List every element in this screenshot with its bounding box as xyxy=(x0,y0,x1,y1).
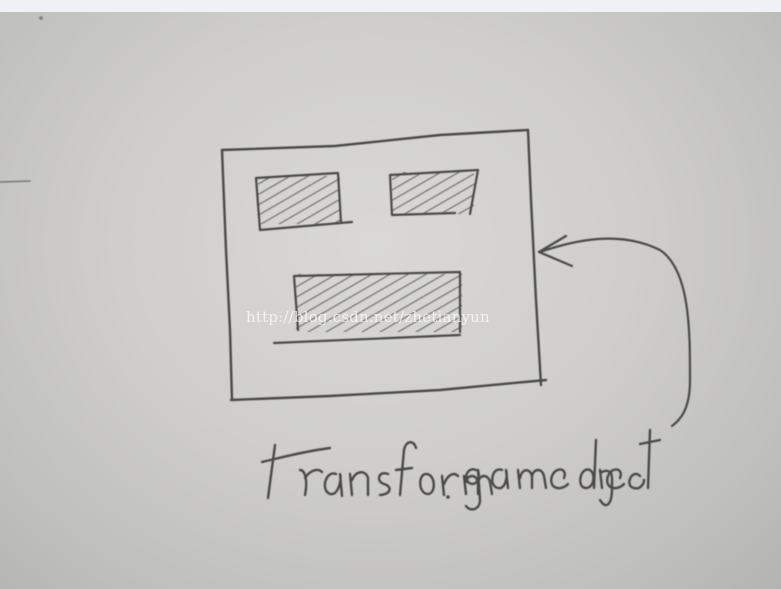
hatched-block-bottom xyxy=(296,274,462,332)
arrow-curve xyxy=(538,237,692,428)
top-strip xyxy=(0,0,781,12)
stray-dot xyxy=(39,16,43,20)
arrow-head xyxy=(537,234,574,268)
sketch-drawing xyxy=(0,16,692,511)
handwritten-label xyxy=(260,428,662,511)
paper-photo: http://blog.csdn.net/zhetianyun xyxy=(0,12,781,589)
stray-mark xyxy=(0,180,31,183)
hatched-block-top-left xyxy=(258,176,340,224)
panel-rectangle xyxy=(220,128,548,402)
hatched-block-top-right xyxy=(392,172,474,214)
watermark-text: http://blog.csdn.net/zhetianyun xyxy=(246,308,490,326)
